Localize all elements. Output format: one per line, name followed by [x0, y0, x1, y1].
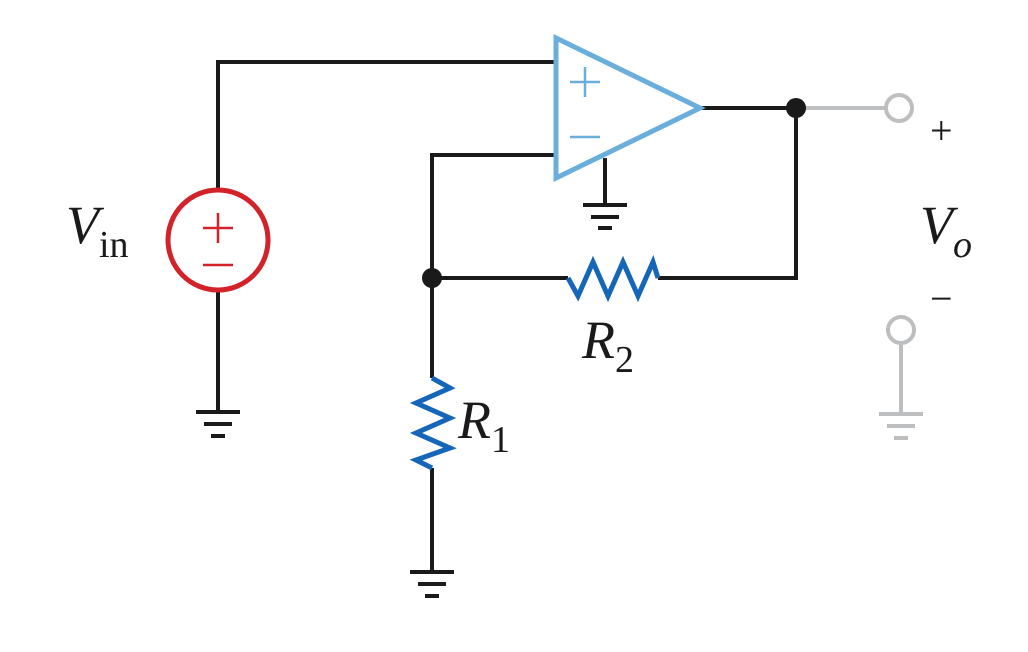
resistor-r2 — [565, 254, 661, 303]
resistor-r1 — [409, 375, 457, 471]
label-vin: Vin — [66, 195, 129, 266]
ground-symbol-opamp — [583, 203, 627, 230]
op-amp — [553, 34, 706, 182]
label-r1: R1 — [457, 390, 510, 461]
output-terminal-positive — [884, 93, 914, 123]
label-r2: R2 — [581, 310, 634, 381]
ground-symbol-output — [879, 412, 923, 440]
voltage-source-vin — [165, 187, 271, 293]
label-vo-minus: − — [930, 276, 953, 321]
output-terminal-negative — [886, 315, 916, 345]
junction-node-r1-r2 — [422, 268, 442, 288]
junction-node-output — [786, 98, 806, 118]
wire-vin-to-noninverting-input — [216, 60, 556, 190]
ground-symbol-r1 — [410, 570, 454, 598]
label-vo-plus: + — [930, 108, 953, 153]
wire-r2-to-output-node — [658, 108, 798, 280]
label-vo: Vo — [920, 195, 972, 266]
ground-symbol-vin — [196, 410, 240, 438]
wire-inverting-input-to-node — [430, 153, 556, 278]
opamp-plus-sign — [570, 67, 600, 97]
source-plus-minus-sign — [203, 213, 233, 267]
